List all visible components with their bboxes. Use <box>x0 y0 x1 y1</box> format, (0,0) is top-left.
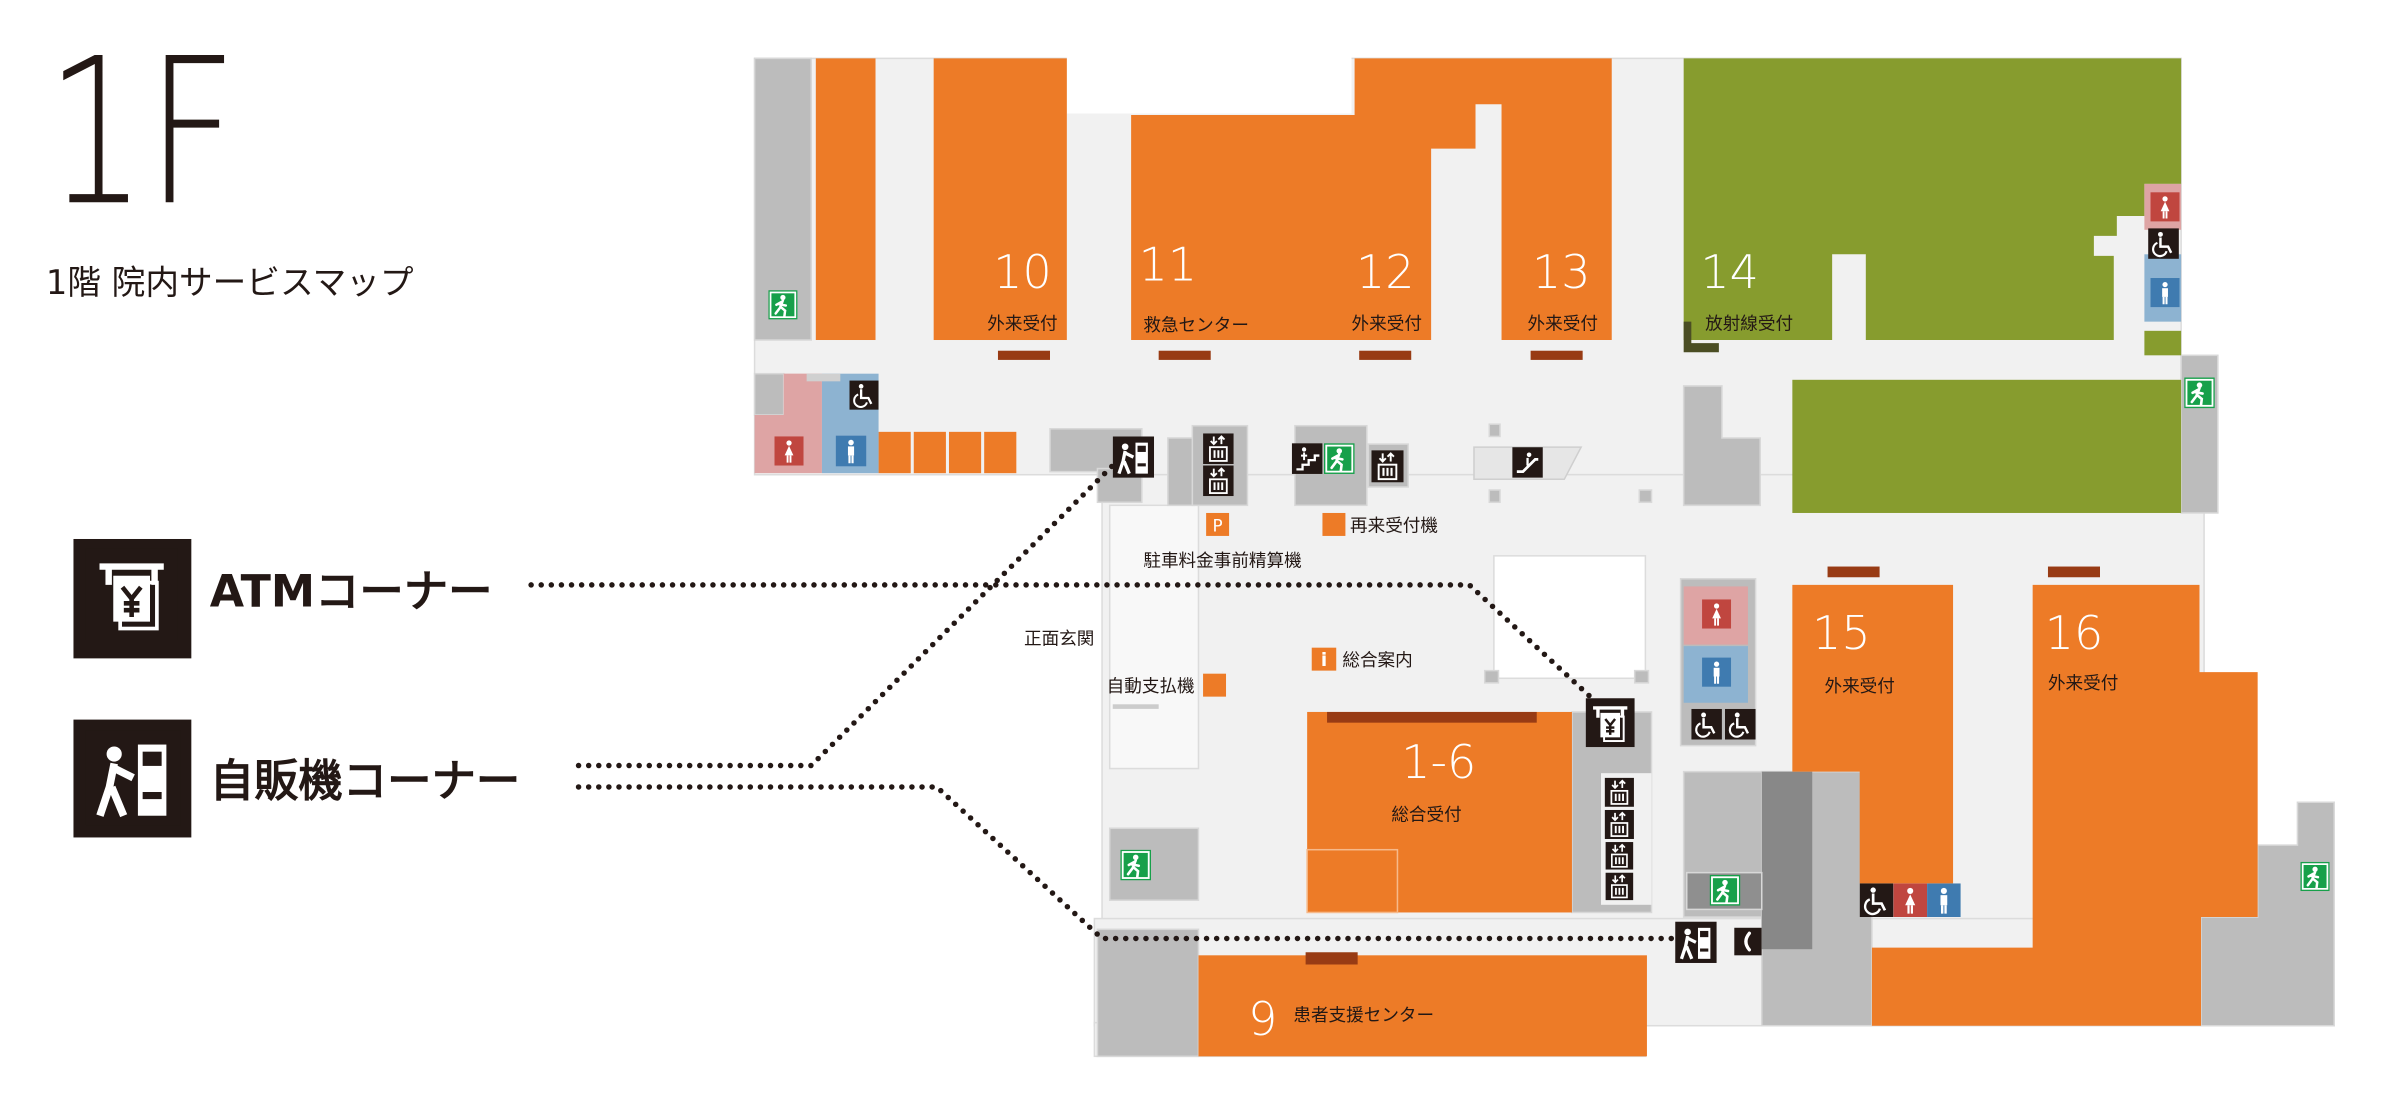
parking-machine: P 駐車料金事前精算機 <box>1143 512 1302 572</box>
emergency-exit-icon <box>1120 849 1152 881</box>
main-entrance-label: 正面玄関 <box>1024 630 1094 650</box>
floor-title: 1F <box>46 14 237 250</box>
escalator-icon <box>1512 447 1543 478</box>
atm-leader-line <box>528 582 1595 701</box>
vending-machine-icon[interactable] <box>1112 436 1155 478</box>
room-16: 16 外来受付 <box>1871 584 2258 1026</box>
wheelchair-icon <box>2147 228 2180 259</box>
room-13-number: 13 <box>1532 245 1590 299</box>
parking-machine-label: 駐車料金事前精算機 <box>1143 552 1301 572</box>
reentry-machine: 再来受付機 <box>1322 512 1438 536</box>
atm-icon[interactable] <box>1585 698 1635 748</box>
auto-payment-machine: 自動支払機 <box>1107 673 1227 709</box>
room-16-label: 外来受付 <box>2048 674 2118 694</box>
room-9: 9 患者支援センター <box>1198 955 1647 1057</box>
room-12-label: 外来受付 <box>1352 314 1422 334</box>
elevator-icon <box>1203 465 1234 497</box>
corridor-dark <box>1761 771 1813 950</box>
room-1-6-label: 総合受付 <box>1391 806 1461 826</box>
female-restroom-icon <box>774 435 804 467</box>
room-10: 10 外来受付 <box>933 58 1067 341</box>
information-label: 総合案内 <box>1342 651 1412 671</box>
emergency-exit-icon <box>768 289 798 321</box>
reentry-machine-label: 再来受付機 <box>1350 516 1438 536</box>
room-10-number: 10 <box>993 245 1051 299</box>
elevator-icon <box>1371 450 1404 483</box>
small-rooms <box>878 431 1017 474</box>
room-14-number: 14 <box>1700 245 1758 299</box>
room-1-6: 1-6 総合受付 <box>1306 711 1572 914</box>
vending-machine-icon <box>86 730 181 825</box>
male-restroom-icon <box>835 434 867 468</box>
room-15-label: 外来受付 <box>1824 677 1894 697</box>
room-16-number: 16 <box>2045 606 2103 660</box>
wheelchair-icon <box>849 379 879 411</box>
room-11-number: 11 <box>1139 237 1197 291</box>
emergency-exit-icon <box>1709 874 1741 907</box>
male-restroom-icon <box>1927 883 1961 918</box>
room-a <box>815 58 876 341</box>
room-14-label: 放射線受付 <box>1705 314 1793 334</box>
room-10-label: 外来受付 <box>987 314 1057 334</box>
elevator-icon <box>1604 809 1635 839</box>
wheelchair-icon <box>1691 708 1722 740</box>
auto-payment-label: 自動支払機 <box>1107 677 1195 697</box>
parking-symbol: P <box>1213 515 1223 535</box>
room-11-12-13: 11 救急センター 12 外来受付 13 外来受付 <box>1131 58 1612 341</box>
room-9-number: 9 <box>1248 992 1277 1046</box>
stairs-icon <box>1291 442 1323 475</box>
restroom-center <box>1683 586 1756 740</box>
legend-vending-label: 自販機コーナー <box>210 756 521 807</box>
male-restroom-icon <box>2150 277 2180 308</box>
room-1-6-number: 1-6 <box>1401 735 1476 789</box>
room-9-label: 患者支援センター <box>1293 1006 1434 1026</box>
room-15-number: 15 <box>1812 606 1870 660</box>
vending-machine-icon[interactable] <box>1674 921 1718 963</box>
room-12-number: 12 <box>1356 245 1414 299</box>
elevator-icon <box>1604 842 1635 870</box>
female-restroom-icon <box>1893 883 1928 918</box>
vending-leader-line-1 <box>575 461 1118 769</box>
room-15: 15 外来受付 <box>1792 584 1954 884</box>
female-restroom-icon <box>1702 598 1732 630</box>
information-desk: i 総合案内 <box>1311 647 1413 671</box>
restroom-west <box>754 373 879 474</box>
legend-atm: ATMコーナー <box>73 538 493 659</box>
wheelchair-icon <box>1725 708 1756 740</box>
vending-leader-line-2 <box>575 784 1678 942</box>
radiology-lower <box>1792 379 2182 513</box>
male-restroom-icon <box>1702 656 1732 688</box>
elevator-icon <box>1604 777 1635 807</box>
reception-counters <box>997 350 2100 965</box>
main-entrance-area <box>1108 504 1200 770</box>
information-symbol: i <box>1321 650 1327 671</box>
phone-icon <box>1734 926 1762 957</box>
room-11-label: 救急センター <box>1143 316 1249 336</box>
legend-vending: 自販機コーナー <box>73 719 521 838</box>
restroom-south <box>1859 883 1961 918</box>
elevator-icon <box>1604 872 1635 901</box>
wheelchair-icon <box>1859 883 1894 918</box>
room-13-label: 外来受付 <box>1528 314 1598 334</box>
information-icon <box>1311 647 1337 671</box>
restroom-northeast <box>2144 183 2182 322</box>
female-restroom-icon <box>2150 191 2180 223</box>
legend-atm-label: ATMコーナー <box>210 566 493 617</box>
room-14: 14 放射線受付 <box>1683 58 2182 356</box>
map-subtitle: 1階 院内サービスマップ <box>46 263 414 302</box>
parking-icon <box>1206 512 1230 536</box>
emergency-exit-icon <box>1323 442 1355 475</box>
elevator-icon <box>1203 433 1234 464</box>
emergency-exit-icon <box>2184 376 2215 409</box>
emergency-exit-icon <box>2300 860 2330 893</box>
atm-icon <box>86 548 178 640</box>
escalator <box>1473 446 1583 481</box>
